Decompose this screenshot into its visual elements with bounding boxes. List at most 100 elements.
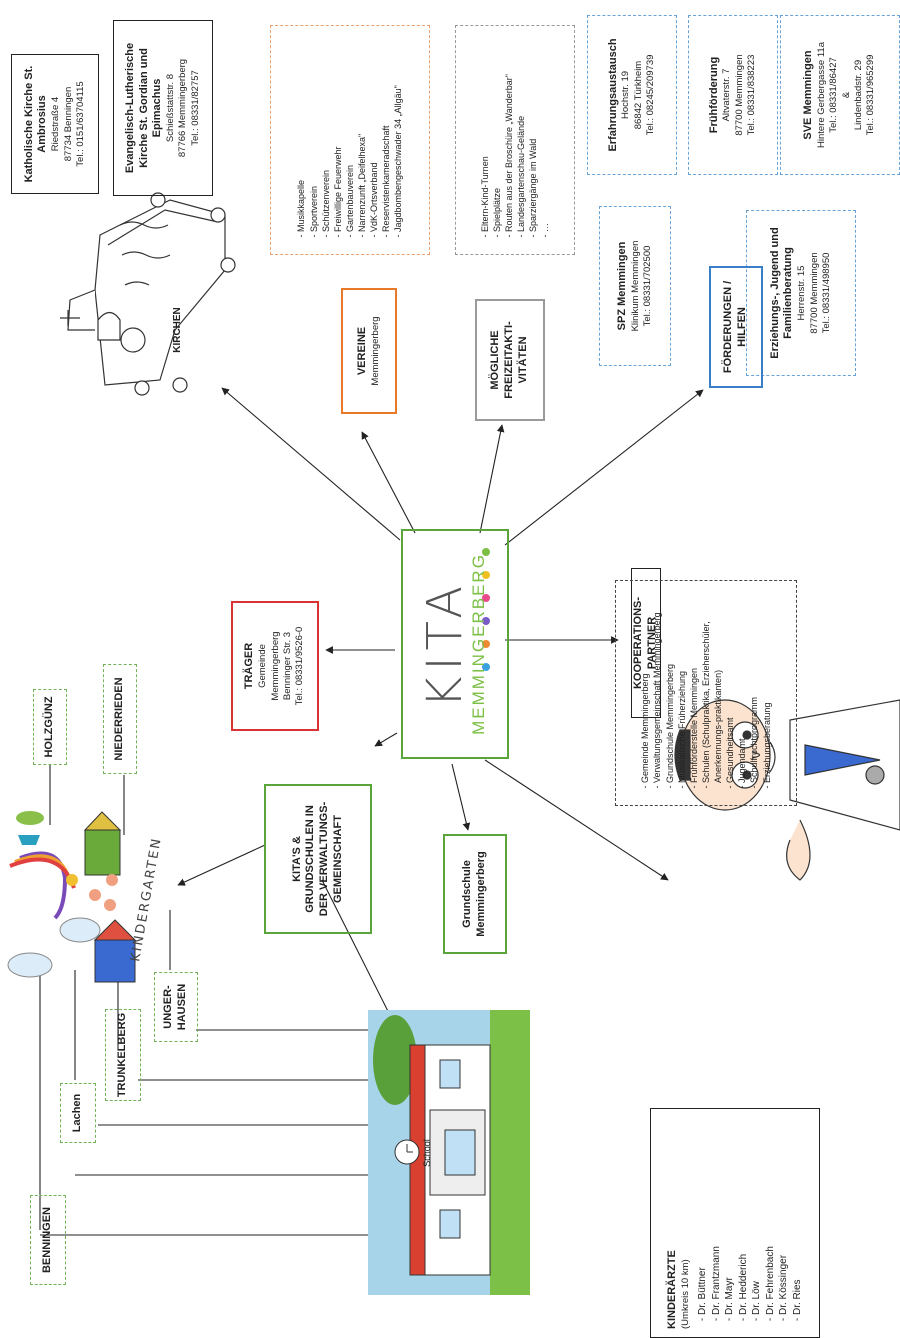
list-item: Sportverein: [308, 85, 320, 232]
village-label: TRUNKELBERG: [116, 1012, 129, 1098]
arrow-to-kirchen: [221, 387, 401, 541]
village-benningen: BENNINGEN: [30, 1195, 66, 1285]
list-item: Sparziergänge im Wald: [527, 74, 539, 232]
kinderaerzte-title: KINDERÄRZTE: [665, 1250, 678, 1329]
church1-line: Tel.: 0151/63704115: [74, 81, 86, 167]
traeger-title: TRÄGER: [243, 642, 256, 690]
church2-title: Evangelisch-Lutherische Kirche St. Gordi…: [123, 42, 164, 174]
list-item: Landesgartenschau-Gelände: [515, 74, 527, 232]
vereine-list: Musikkapelle Sportverein Schützenverein …: [295, 85, 404, 246]
erfahrung-line: Tel.: 08245/209739: [645, 54, 657, 136]
list-item: Musikalische Früherziehung: [676, 589, 688, 783]
connector-lines: KIRCHEN KINDERGARTEN: [7, 192, 900, 1295]
traeger-line: Gemeinde Memmingerberg: [257, 631, 281, 701]
fruehfoerderung-line: Tel.: 08331/838223: [746, 54, 758, 136]
list-item: Gartenbauverein: [344, 85, 356, 232]
list-item: Narrenzunft „Deifelhexa": [356, 85, 368, 232]
kooperation-list-box: Gemeinde Memmingerberg Verwaltungsgemein…: [615, 580, 797, 806]
list-item: Dr. Kössinger: [777, 1246, 791, 1315]
kita-name: KITA: [417, 579, 473, 709]
kinderaerzte-subtitle: (Umkreis 10 km): [679, 1259, 691, 1329]
church2-line: Schießstattstr. 8: [165, 73, 177, 143]
list-item: Dr. Frantzmann: [710, 1246, 724, 1315]
sve-line: &: [840, 91, 852, 99]
arrow-to-vereine: [361, 431, 416, 534]
spz-box: SPZ Memmingen Klinikum Memmingen Tel.: 0…: [599, 206, 671, 366]
erziehung-line: Herrenstr. 15: [796, 265, 808, 321]
fruehfoerderung-box: Frühförderung Altvaterstr. 7 87700 Memmi…: [688, 15, 778, 175]
fruehfoerderung-line: 87700 Memmingen: [733, 54, 745, 136]
arrow-to-foerderungen: [504, 389, 704, 546]
spz-title: SPZ Memmingen: [615, 241, 628, 331]
vereine-box: VEREINE Memmingerberg: [341, 288, 397, 414]
traeger-box: TRÄGER Gemeinde Memmingerberg Benninger …: [231, 601, 319, 731]
list-item: Eltern-Kind-Turnen: [479, 74, 491, 232]
list-item: …: [539, 74, 551, 232]
sve-line: Tel.: 08331/965299: [865, 54, 877, 136]
list-item: Schulen (Schulpraktika, Erzieherschüler,…: [700, 589, 724, 783]
village-label: Lachen: [71, 1093, 84, 1133]
freizeit-list: Eltern-Kind-Turnen Spielplätze Routen au…: [479, 74, 552, 246]
church1-line: 87734 Benningen: [62, 86, 74, 162]
kita-figures: [482, 548, 490, 671]
list-item: Musikkapelle: [295, 85, 307, 232]
kindergarten-label: KINDERGARTEN: [128, 836, 165, 963]
village-holzguenz: HOLZGÜNZ: [33, 689, 67, 765]
list-item: Verwaltungsgemeinschaft Memmingerberg: [651, 589, 663, 783]
list-item: Routen aus der Broschüre „Wanderbar": [503, 74, 515, 232]
arrow-to-kitas: [374, 732, 398, 747]
kinderaerzte-list: Dr. Büttner Dr. Frantzmann Dr. Mayr Dr. …: [696, 1246, 804, 1329]
list-item: Grundschule Memmingerberg: [664, 589, 676, 783]
village-label: BENNINGEN: [41, 1207, 54, 1274]
fruehfoerderung-line: Altvaterstr. 7: [721, 68, 733, 122]
village-label: UNGER-HAUSEN: [162, 983, 188, 1031]
sve-line: Tel.: 08331/86427: [828, 57, 840, 133]
school-illustration: [368, 1010, 530, 1295]
village-lachen: Lachen: [60, 1083, 96, 1143]
list-item: Jugendamt: [736, 589, 748, 783]
church-illustration: [60, 192, 236, 396]
village-label: NIEDERRIEDEN: [113, 677, 126, 761]
church1-box: Katholische Kirche St. Ambrosius Riedstr…: [11, 54, 99, 194]
erziehung-line: 87700 Memmingen: [808, 252, 820, 334]
erziehung-line: Tel.: 08331/498950: [820, 252, 832, 334]
sve-title: SVE Memmingen: [802, 50, 815, 140]
church1-title: Katholische Kirche St. Ambrosius: [22, 65, 49, 183]
kinderaerzte-box: KINDERÄRZTE (Umkreis 10 km) Dr. Büttner …: [650, 1108, 820, 1338]
kita-center-box: KITA MEMMINGERBERG: [401, 529, 509, 759]
erfahrung-line: Hochstr. 19: [620, 70, 632, 120]
list-item: Jagdbombengeschwader 34 „Allgäu": [392, 85, 404, 232]
grundschule-box: Grundschule Memmingerberg: [443, 834, 507, 954]
traeger-line: Tel.: 08331/9526-0: [294, 626, 306, 706]
church2-box: Evangelisch-Lutherische Kirche St. Gordi…: [113, 20, 213, 196]
list-item: Frühförderstelle Memmingen: [688, 589, 700, 783]
school-label: School: [422, 1139, 432, 1167]
list-item: Erziehungsberatung: [761, 589, 773, 783]
kindergarten-illustration: [7, 811, 137, 983]
list-item: Dr. Ries: [791, 1246, 805, 1315]
list-item: Schulfruchtprogramm: [748, 589, 760, 783]
list-item: VdK-Ortsverband: [368, 85, 380, 232]
fruehfoerderung-title: Frühförderung: [707, 56, 720, 134]
village-niederrieden: NIEDERRIEDEN: [103, 664, 137, 774]
list-item: Dr. Löw: [750, 1246, 764, 1315]
sve-line: Hintere Gerbergasse 11a: [816, 42, 828, 148]
erfahrung-title: Erfahrungsaustausch: [606, 38, 619, 152]
vereine-list-box: Musikkapelle Sportverein Schützenverein …: [270, 25, 430, 255]
kitas-title: KITA'S & GRUNDSCHULEN IN DER VERWALTUNGS…: [290, 801, 344, 917]
village-trunkelberg: TRUNKELBERG: [105, 1009, 141, 1101]
list-item: Spielplätze: [491, 74, 503, 232]
arrow-to-kindergarten: [177, 844, 266, 886]
church2-line: Tel.: 08331/82757: [189, 70, 201, 146]
spz-line: Klinikum Memmingen: [629, 240, 641, 332]
list-item: Dr. Fehrenbach: [764, 1246, 778, 1315]
spz-line: Tel.: 08331/702500: [641, 245, 653, 327]
list-item: Gemeinde Memmingerberg: [639, 589, 651, 783]
erfahrung-line: 86842 Türkheim: [632, 60, 644, 130]
vereine-title: VEREINE: [355, 326, 368, 376]
sve-line: Lindenbadstr. 29: [853, 59, 865, 131]
grundschule-title: Grundschule Memmingerberg: [461, 851, 487, 937]
kooperation-list: Gemeinde Memmingerberg Verwaltungsgemein…: [639, 589, 773, 797]
sve-box: SVE Memmingen Hintere Gerbergasse 11a Te…: [780, 15, 900, 175]
vereine-subtitle: Memmingerberg: [369, 316, 381, 386]
